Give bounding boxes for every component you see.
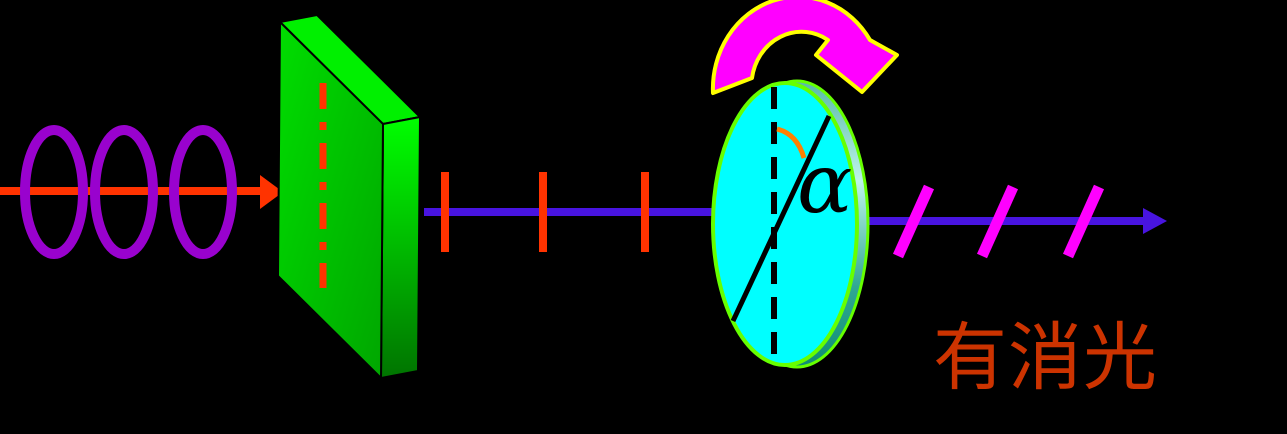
tilted-polarization-ticks (892, 184, 1105, 259)
rotation-arrow-icon (710, 0, 899, 95)
angle-arc-icon (776, 126, 807, 159)
polarizer-front-face (276, 19, 385, 381)
vertical-polarization-ticks (441, 172, 649, 252)
wave-ellipse-icon (90, 125, 158, 259)
analyzer-face (711, 81, 859, 367)
polarizer-side-face (379, 115, 422, 380)
output-beam-arrowhead-icon (1143, 208, 1167, 234)
output-beam-arrow (866, 184, 1167, 259)
tilted-tick-icon (1062, 184, 1105, 259)
angle-label: α (797, 137, 852, 232)
wave-ellipse-icon (20, 125, 88, 259)
rotation-arrow (710, 0, 899, 95)
extinction-label: 有消光 (933, 318, 1158, 400)
polarizer-slab (276, 13, 423, 381)
polarized-beam-segment (424, 172, 714, 252)
analyzer-transmission-axis-line (730, 114, 832, 323)
incident-beam-arrowhead-icon (260, 175, 283, 209)
wave-ellipse-icon (169, 125, 237, 259)
tilted-tick-icon (976, 184, 1019, 259)
analyzer-disk: α (711, 79, 870, 369)
incident-beam-arrow (0, 175, 283, 209)
tilted-tick-icon (892, 184, 935, 259)
unpolarized-wave-ellipses (20, 125, 237, 259)
